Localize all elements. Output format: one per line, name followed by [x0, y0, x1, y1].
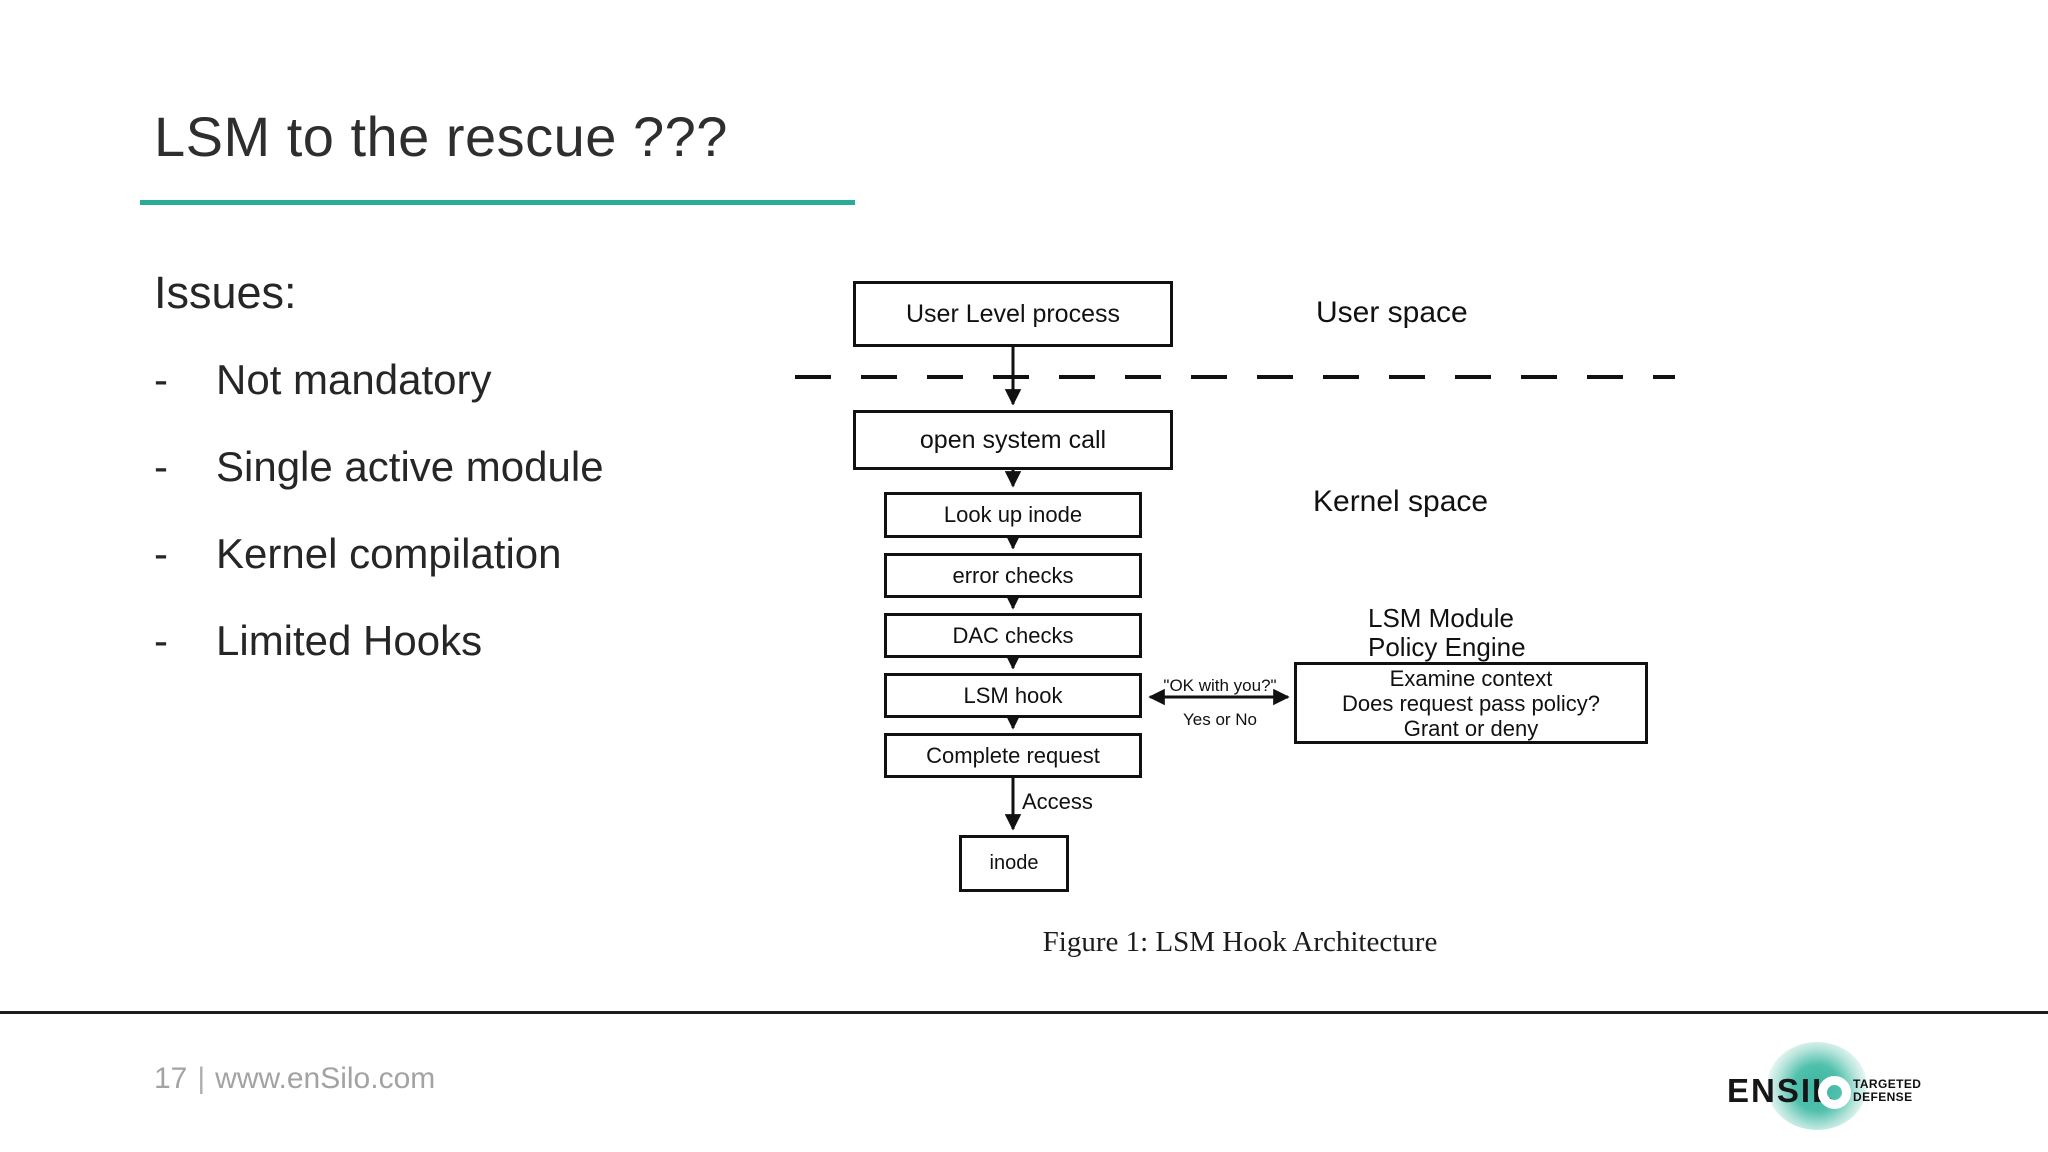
footer-divider: |	[197, 1062, 206, 1095]
slide-title: LSM to the rescue ???	[154, 105, 728, 168]
flow-box-inode: inode	[959, 835, 1069, 892]
policy-box-line: Does request pass policy?	[1341, 690, 1601, 716]
issue-text: Kernel compilation	[216, 530, 562, 577]
bullet-dash: -	[154, 356, 168, 403]
user-kernel-boundary	[795, 375, 1675, 379]
policy-title-line1: LSM Module	[1368, 603, 1514, 633]
flow-box-complete-request: Complete request	[884, 733, 1142, 778]
issue-item: - Not mandatory	[154, 356, 774, 404]
ok-with-you-label: "OK with you?"	[1163, 676, 1277, 695]
figure-caption: Figure 1: LSM Hook Architecture	[1042, 926, 1438, 958]
policy-box-line: Grant or deny	[1403, 715, 1539, 741]
issues-list: Issues: - Not mandatory - Single active …	[154, 268, 774, 704]
issues-heading: Issues:	[154, 267, 297, 318]
user-space-label: User space	[1316, 296, 1468, 329]
issue-text: Limited Hooks	[216, 617, 483, 664]
footer-separator-line	[0, 1011, 2048, 1014]
yes-or-no-label: Yes or No	[1182, 710, 1258, 729]
logo-teal-blob-icon	[1767, 1042, 1867, 1130]
ensilo-logo: ENSIL TARGETED DEFENSE	[1725, 1040, 1985, 1135]
title-underline	[140, 200, 855, 205]
footer-text: 17 | www.enSilo.com	[154, 1062, 435, 1096]
issue-text: Single active module	[216, 443, 604, 490]
flow-box-dac-checks: DAC checks	[884, 613, 1142, 658]
policy-title-line2: Policy Engine	[1368, 632, 1526, 662]
flow-box-error-checks: error checks	[884, 553, 1142, 598]
flow-box-lsm-hook: LSM hook	[884, 673, 1142, 718]
issue-item: - Single active module	[154, 443, 774, 491]
logo-wordmark: ENSIL	[1727, 1072, 1835, 1109]
page-number: 17	[154, 1062, 188, 1095]
logo-tagline-line1: TARGETED	[1853, 1077, 1922, 1091]
logo-tagline-line2: DEFENSE	[1853, 1090, 1913, 1104]
flow-box-open-system-call: open system call	[853, 410, 1173, 470]
flow-box-user-level-process: User Level process	[853, 281, 1173, 347]
issue-item: - Limited Hooks	[154, 617, 774, 665]
policy-engine-box: Examine context Does request pass policy…	[1294, 662, 1648, 744]
issue-text: Not mandatory	[216, 356, 492, 403]
ensilo-o-ring-icon	[1818, 1076, 1851, 1109]
bullet-dash: -	[154, 443, 168, 490]
bullet-dash: -	[154, 530, 168, 577]
logo-tagline: TARGETED DEFENSE	[1853, 1078, 1921, 1104]
policy-engine-title: LSM Module Policy Engine	[1368, 604, 1526, 662]
kernel-space-label: Kernel space	[1313, 485, 1489, 518]
issue-item: - Kernel compilation	[154, 530, 774, 578]
flow-box-look-up-inode: Look up inode	[884, 492, 1142, 538]
policy-box-line: Examine context	[1389, 665, 1553, 691]
website-text: www.enSilo.com	[215, 1062, 436, 1095]
bullet-dash: -	[154, 617, 168, 664]
access-label: Access	[1022, 789, 1093, 814]
